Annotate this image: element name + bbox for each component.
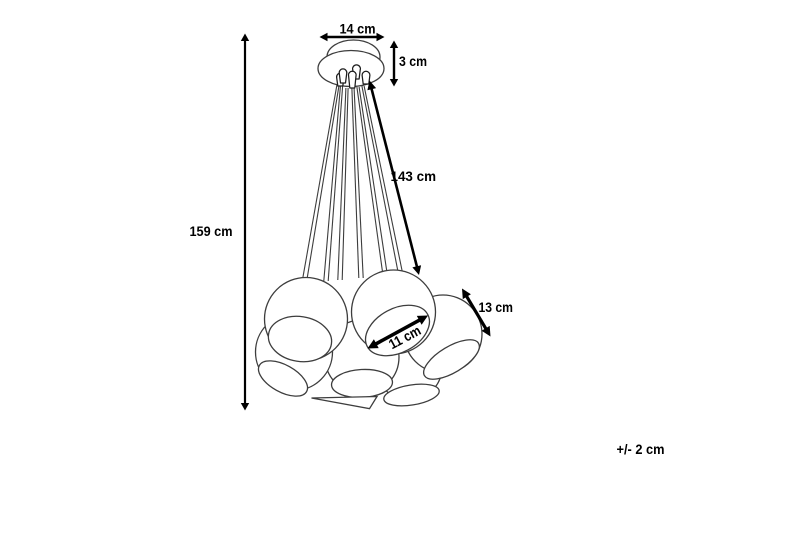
svg-text:159 cm: 159 cm <box>190 223 233 239</box>
svg-text:13 cm: 13 cm <box>479 299 514 315</box>
svg-text:+/- 2 cm: +/- 2 cm <box>617 441 665 457</box>
svg-text:143 cm: 143 cm <box>391 168 437 184</box>
svg-text:3 cm: 3 cm <box>399 53 427 69</box>
svg-text:14 cm: 14 cm <box>340 21 376 37</box>
